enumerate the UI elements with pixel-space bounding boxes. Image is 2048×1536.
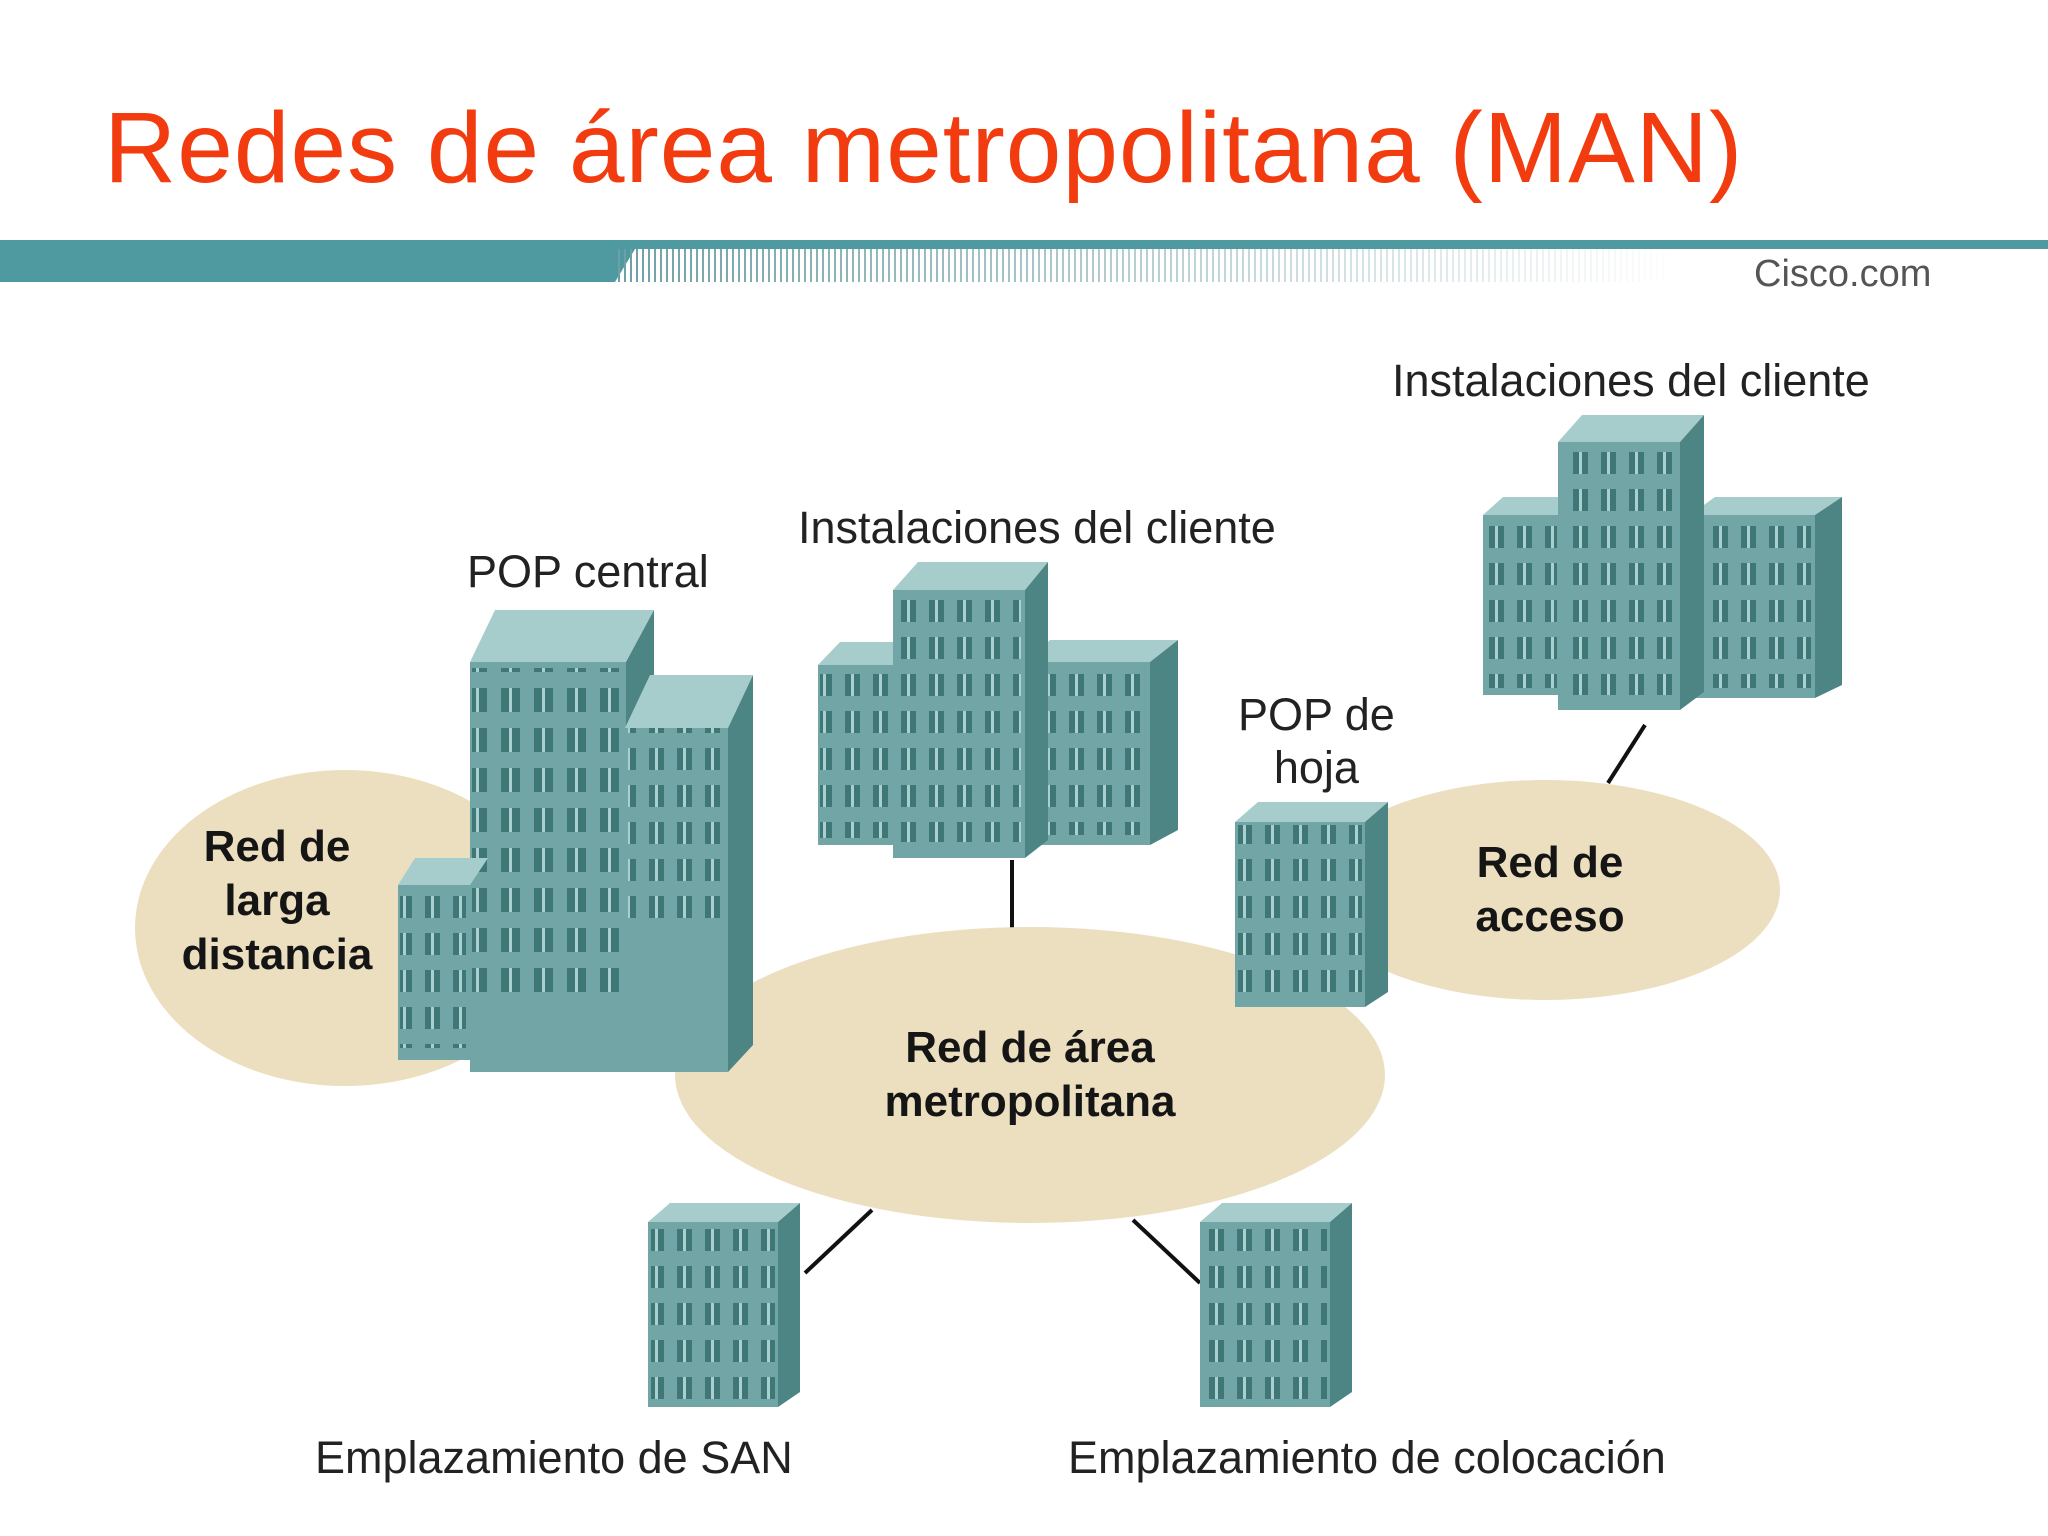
san-site-building xyxy=(648,1203,800,1407)
pop-leaf-building xyxy=(1235,802,1388,1007)
customer-premises-center-label: Instalaciones del cliente xyxy=(798,502,1276,553)
metropolitan-line-1: Red de área xyxy=(905,1023,1155,1072)
link-metro-to-san xyxy=(803,1208,874,1275)
pop-central-label: POP central xyxy=(467,546,709,597)
metropolitan-network-label: Red de área metropolitana xyxy=(845,1021,1215,1129)
customer-premises-right-label: Instalaciones del cliente xyxy=(1392,355,1870,406)
connection-lines xyxy=(803,723,1647,1285)
cisco-brand: Cisco.com xyxy=(1754,253,1932,295)
long-distance-line-2: larga xyxy=(224,876,330,925)
pop-leaf-label-line-2: hoja xyxy=(1273,742,1359,793)
access-line-1: Red de xyxy=(1476,838,1624,887)
colocation-site-label: Emplazamiento de colocación xyxy=(1068,1432,1666,1483)
access-network-label: Red de acceso xyxy=(1440,836,1660,944)
pop-leaf-label: POP de hoja xyxy=(1238,688,1395,794)
san-site-label: Emplazamiento de SAN xyxy=(315,1432,793,1483)
customer-premises-right-building xyxy=(1483,415,1842,710)
customer-premises-center-building xyxy=(818,562,1178,858)
metropolitan-network-ellipse xyxy=(675,927,1385,1223)
slide-title: Redes de área metropolitana (MAN) xyxy=(104,92,1744,204)
metropolitan-line-2: metropolitana xyxy=(884,1077,1176,1126)
access-line-2: acceso xyxy=(1475,892,1625,941)
access-network-ellipse xyxy=(1310,780,1780,1000)
long-distance-line-3: distancia xyxy=(181,930,373,979)
long-distance-line-1: Red de xyxy=(203,822,351,871)
pop-leaf-label-line-1: POP de xyxy=(1238,689,1395,740)
header-bar xyxy=(0,240,2048,282)
link-metro-to-colocation xyxy=(1131,1218,1202,1285)
colocation-site-building xyxy=(1200,1203,1352,1407)
long-distance-network-label: Red de larga distancia xyxy=(170,820,384,982)
link-access-to-premises xyxy=(1606,723,1647,785)
pop-central-building xyxy=(398,610,753,1072)
